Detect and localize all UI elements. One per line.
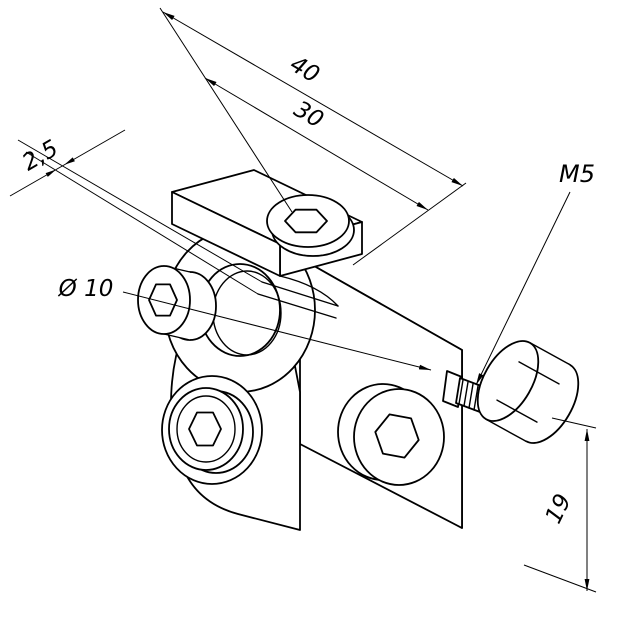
jaw-curve	[279, 275, 339, 307]
top-screw-hex-socket	[284, 208, 328, 234]
extension-line-slot-upper	[17, 139, 263, 283]
extension-line-slot-lower	[25, 151, 259, 295]
slot-lower-line	[257, 293, 337, 319]
arrow-head	[64, 157, 75, 165]
slot-upper-line	[261, 281, 339, 307]
knurled-knob	[476, 340, 580, 444]
plate-socket-screw	[337, 383, 445, 486]
knob-top-edge	[529, 342, 571, 366]
dim-label-thread-size: M5	[559, 160, 595, 188]
front-socket-screw	[161, 375, 263, 485]
knob-front-face	[476, 340, 540, 422]
left-socket-screw	[137, 265, 217, 341]
bore-leader-line	[122, 291, 432, 371]
left-screw-hex-socket	[148, 283, 178, 317]
thread-leader-line	[475, 191, 571, 386]
thread-line	[473, 385, 479, 411]
extension-line-width-right	[352, 182, 467, 266]
extension-line-height-top	[551, 417, 597, 429]
thread-line	[463, 381, 469, 407]
knob-bottom-edge	[485, 418, 527, 442]
slot-gap-lines	[257, 281, 339, 319]
dim-width-outer-line	[162, 11, 464, 187]
arrow-head	[45, 169, 57, 177]
knob-facet-line	[496, 399, 538, 423]
left-screw-bottom-edge	[163, 333, 191, 341]
dim-label-bore-diameter: Ø 10	[58, 276, 114, 302]
front-screw-head-ring	[176, 395, 236, 463]
thread-line	[458, 379, 464, 405]
extension-line-height-bottom	[523, 564, 597, 593]
part-outline	[137, 169, 580, 531]
knob-facet-line	[518, 361, 560, 385]
front-screw-hex-socket	[188, 411, 222, 447]
top-block-front-face	[171, 191, 281, 277]
thread-line	[468, 383, 474, 409]
plate-screw-hex-socket	[374, 413, 420, 459]
dim-width-inner-line	[204, 77, 429, 211]
dim-label-knob-height: 19	[541, 490, 577, 528]
dim-label-width-inner: 30	[289, 96, 327, 133]
dim-label-width-outer: 40	[285, 51, 323, 88]
